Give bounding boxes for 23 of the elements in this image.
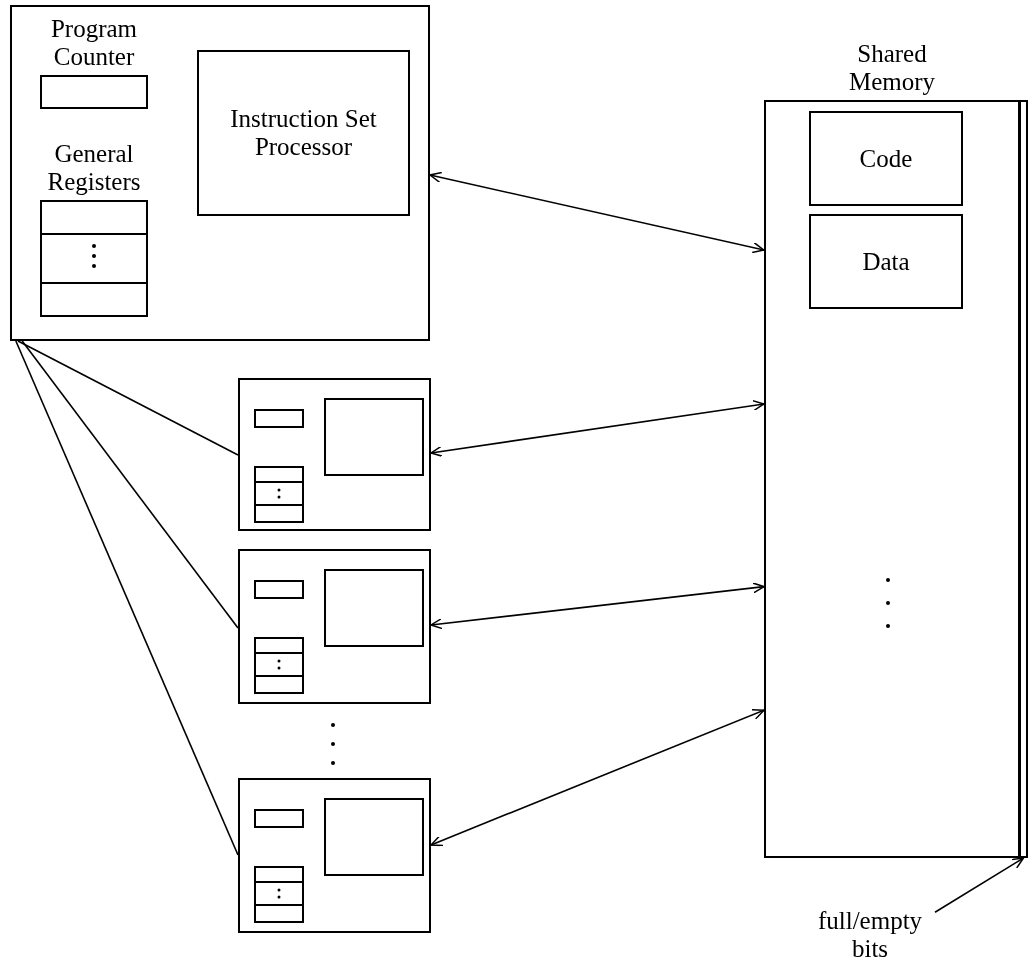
processor-box <box>10 5 430 341</box>
double-arrow <box>430 399 765 458</box>
leader-line <box>934 857 1025 913</box>
heading-label: General Registers <box>46 140 142 196</box>
processor-box <box>238 378 431 531</box>
processor-box <box>238 549 431 704</box>
processor-box <box>238 778 431 933</box>
connector-line <box>15 340 239 856</box>
callout-text: full/empty bits <box>816 907 924 963</box>
double-arrow <box>429 171 765 254</box>
heading-label: Shared Memory <box>847 40 937 96</box>
double-arrow <box>430 582 765 630</box>
memory-segment-box <box>809 111 963 206</box>
box-label: Code <box>858 144 914 173</box>
box-label: Instruction Set Processor <box>229 105 378 161</box>
connector-line <box>17 340 239 456</box>
bit-column <box>1019 100 1028 858</box>
box-label: Data <box>861 247 911 276</box>
connector-line <box>21 340 239 629</box>
memory-segment-box <box>809 214 963 309</box>
heading-label: Program Counter <box>49 15 139 71</box>
double-arrow <box>430 708 765 847</box>
processor-box <box>197 50 410 216</box>
